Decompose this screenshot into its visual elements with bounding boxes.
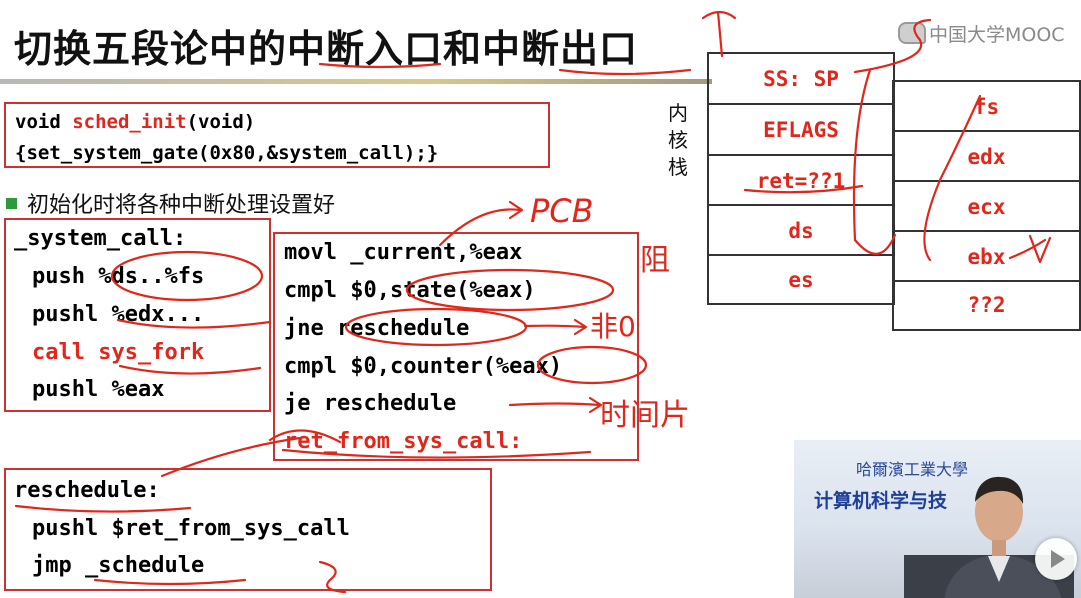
bullet-point: 初始化时将各种中断处理设置好 <box>6 187 335 219</box>
stack-cell-fs: fs <box>894 82 1079 132</box>
stack-cell-edx: edx <box>894 132 1079 182</box>
bullet-text: 初始化时将各种中断处理设置好 <box>27 193 335 218</box>
ret-check-code-box: movl _current,%eax cmpl $0,state(%eax) j… <box>273 232 639 461</box>
system-call-line-4: pushl %eax <box>32 377 164 402</box>
play-button[interactable] <box>1035 538 1077 580</box>
stack-cell-es: es <box>709 256 893 305</box>
init-void-keyword: void <box>15 111 72 133</box>
stack-cell-ecx: ecx <box>894 182 1079 232</box>
stack-cell-ds: ds <box>709 206 893 256</box>
mooc-cloud-icon <box>898 22 926 44</box>
stack-cell-eflags: EFLAGS <box>709 105 893 156</box>
asm-line-6: ret_from_sys_call: <box>284 429 522 454</box>
asm-line-4: cmpl $0,counter(%eax) <box>284 354 562 379</box>
system-call-code-box: _system_call: push %ds..%fs pushl %edx..… <box>4 218 271 412</box>
init-func-name: sched_init <box>72 111 186 133</box>
reschedule-line-2: jmp _schedule <box>32 553 204 578</box>
lecturer-video[interactable]: 哈爾濱工業大學 计算机科学与技 <box>794 440 1081 598</box>
reschedule-code-box: reschedule: pushl $ret_from_sys_call jmp… <box>4 468 492 591</box>
system-call-line-1: push %ds..%fs <box>32 264 204 289</box>
system-call-label: _system_call: <box>14 226 186 251</box>
stack-cell-ret-2: ??2 <box>894 282 1079 329</box>
kernel-stack-left: SS: SP EFLAGS ret=??1 ds es <box>707 52 895 305</box>
stack-cell-ss-sp: SS: SP <box>709 54 893 105</box>
asm-line-5: je reschedule <box>284 391 456 416</box>
ink-arrow-top <box>703 12 735 56</box>
slide-title: 切换五段论中的中断入口和中断出口 <box>14 18 638 73</box>
title-divider <box>0 79 712 84</box>
asm-line-1: movl _current,%eax <box>284 240 522 265</box>
reschedule-line-1: pushl $ret_from_sys_call <box>32 516 350 541</box>
stack-cell-ret-1: ret=??1 <box>709 156 893 206</box>
sched-init-code-box: void sched_init(void) {set_system_gate(0… <box>4 102 550 168</box>
reschedule-label: reschedule: <box>14 478 160 503</box>
kernel-stack-right: fs edx ecx ebx ??2 <box>892 80 1081 331</box>
system-call-line-3: call sys_fork <box>32 340 204 365</box>
mooc-brand-text: 中国大学MOOC <box>929 24 1065 46</box>
system-call-line-2: pushl %edx... <box>32 302 204 327</box>
init-code-line-2: {set_system_gate(0x80,&system_call);} <box>15 142 438 164</box>
stack-cell-ebx: ebx <box>894 232 1079 282</box>
ink-label-pcb: PCB <box>530 192 594 230</box>
kernel-stack-char-1: 内 <box>666 100 690 127</box>
kernel-stack-label: 内 核 栈 <box>666 100 690 181</box>
mooc-logo: 中国大学MOOC <box>898 20 1065 47</box>
kernel-stack-char-3: 栈 <box>666 154 690 181</box>
init-code-line-1: void sched_init(void) <box>15 111 255 133</box>
ink-label-blocked: 阻 <box>640 243 670 278</box>
bullet-square-icon <box>6 198 17 209</box>
init-func-params: (void) <box>187 111 256 133</box>
kernel-stack-char-2: 核 <box>666 127 690 154</box>
asm-line-2: cmpl $0,state(%eax) <box>284 278 536 303</box>
asm-line-3: jne reschedule <box>284 316 469 341</box>
